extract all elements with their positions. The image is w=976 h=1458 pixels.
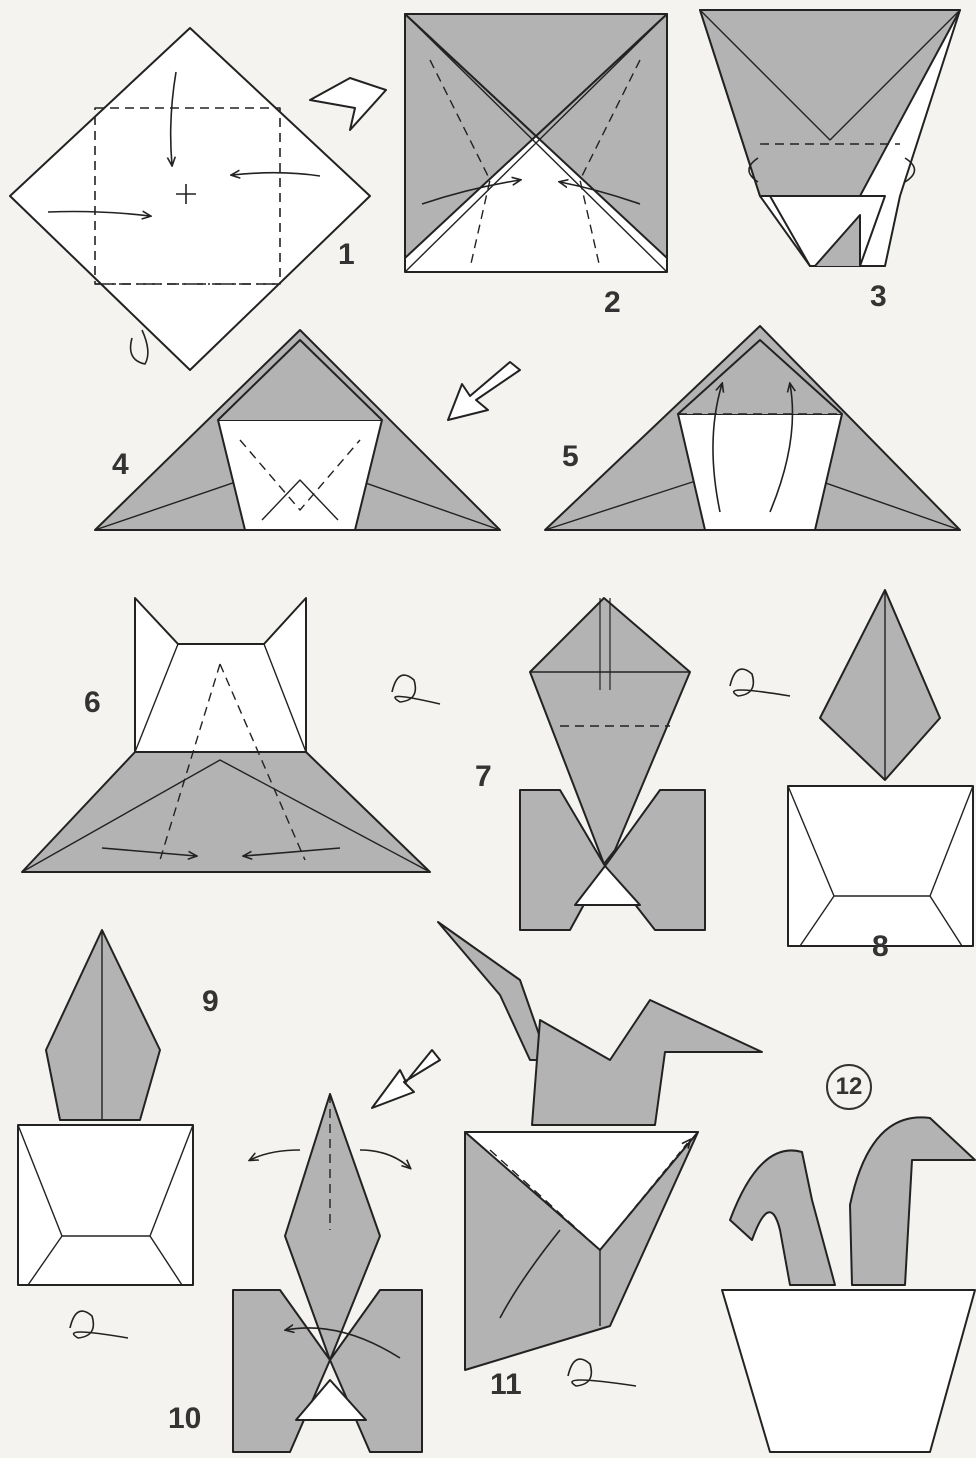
next-step-arrow-icon	[372, 1050, 440, 1108]
step-label: 8	[872, 930, 889, 964]
next-step-arrow-icon	[448, 362, 520, 420]
step-label: 4	[112, 448, 129, 482]
step-label: 11	[490, 1368, 522, 1402]
step-7-diagram	[520, 598, 705, 930]
step-label: 6	[84, 686, 101, 720]
step-8-diagram	[788, 590, 973, 946]
step-1-diagram	[10, 28, 370, 370]
step-label: 2	[604, 286, 621, 320]
turn-over-icon	[70, 1311, 128, 1338]
next-step-arrow-icon	[310, 78, 386, 130]
step-5-diagram	[545, 326, 960, 530]
step-label: 10	[168, 1402, 201, 1436]
step-label: 3	[870, 280, 887, 314]
turn-over-icon	[730, 669, 790, 696]
step-2-diagram	[405, 14, 667, 272]
step-label: 9	[202, 985, 219, 1019]
step-11-diagram	[438, 922, 762, 1370]
turn-over-icon	[568, 1359, 636, 1386]
step-10-diagram	[233, 1094, 422, 1452]
step-9-diagram	[18, 930, 193, 1285]
step-6-diagram	[22, 598, 430, 872]
turn-over-icon	[392, 675, 440, 704]
step-12-diagram	[722, 1117, 975, 1452]
step-label: 7	[475, 760, 492, 794]
step-label: 5	[562, 440, 579, 474]
step-label: 12	[826, 1064, 872, 1110]
step-label: 1	[338, 238, 355, 272]
step-4-diagram	[95, 330, 500, 530]
turn-over-icon	[131, 330, 148, 364]
step-3-diagram	[700, 10, 960, 266]
